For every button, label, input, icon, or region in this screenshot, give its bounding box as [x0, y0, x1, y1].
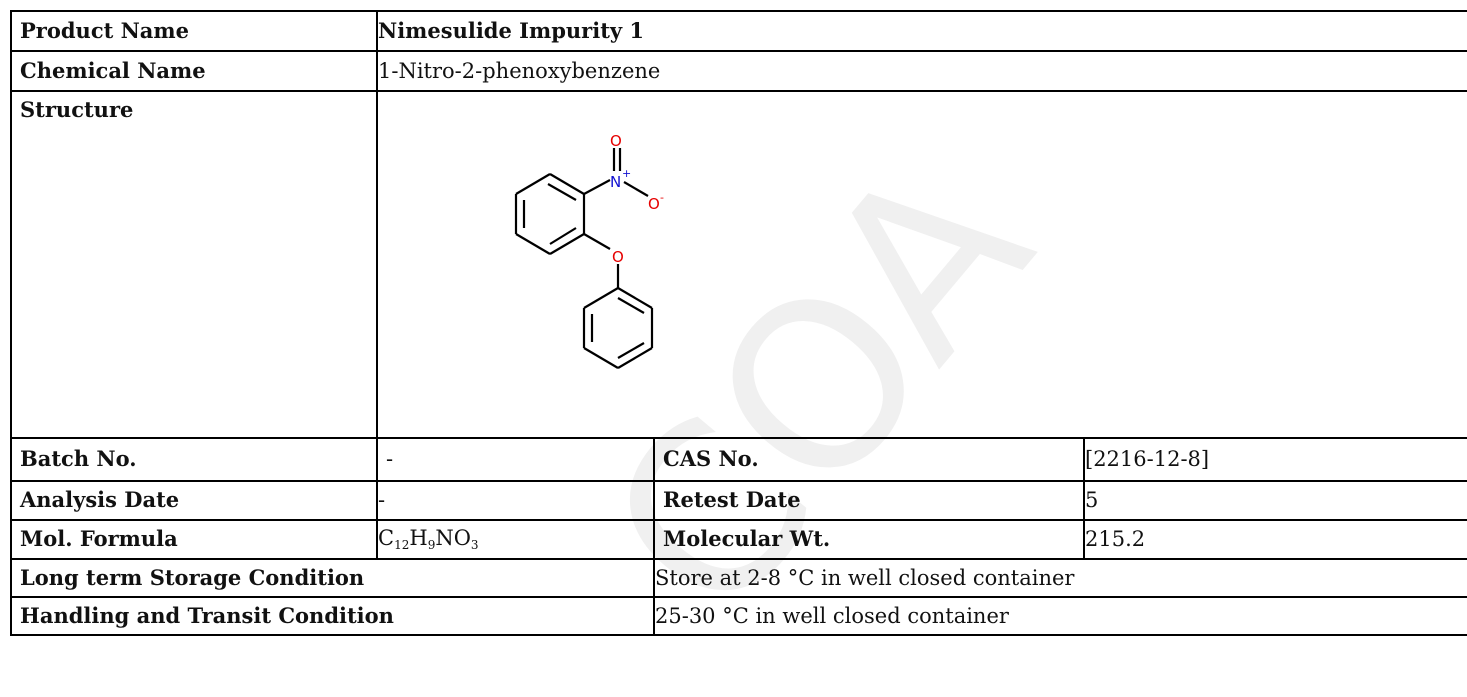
structure-cell: O N + O - O: [375, 90, 1467, 439]
product-name-label: Product Name: [10, 10, 378, 52]
molecular-wt-value: 215.2: [1082, 519, 1467, 560]
row-analysis: Analysis Date - Retest Date 5: [10, 480, 1467, 521]
formula-o-count: 3: [470, 538, 479, 553]
structure-label: Structure: [10, 90, 378, 439]
coa-table: Product Name Nimesulide Impurity 1 Chemi…: [10, 10, 1467, 636]
cas-no-label: CAS No.: [653, 437, 1085, 482]
formula-c: C: [378, 526, 395, 551]
nitrogen-charge: +: [622, 167, 631, 180]
formula-h-count: 9: [427, 538, 436, 553]
formula-c-count: 12: [394, 538, 410, 553]
formula-h: H: [409, 526, 428, 551]
row-chemical-name: Chemical Name 1-Nitro-2-phenoxybenzene: [10, 50, 1467, 92]
handling-value: 25-30 °C in well closed container: [652, 596, 1467, 636]
structure-diagram: O N + O - O: [514, 132, 664, 369]
oxygen-charge: -: [660, 191, 664, 204]
analysis-date-value: -: [376, 480, 655, 521]
retest-date-value: 5: [1082, 480, 1467, 521]
atom-nitrogen: N: [610, 173, 621, 191]
storage-label: Long term Storage Condition: [10, 558, 655, 598]
batch-no-label: Batch No.: [10, 437, 378, 482]
mol-formula-label: Mol. Formula: [10, 519, 378, 560]
atom-oxygen-double: O: [610, 132, 622, 150]
batch-no-value: -: [376, 437, 655, 482]
analysis-date-label: Analysis Date: [10, 480, 378, 521]
atom-oxygen-ether: O: [612, 248, 624, 266]
formula-no: NO: [435, 526, 471, 551]
mol-formula-value: C12H9NO3: [376, 519, 655, 560]
storage-value: Store at 2-8 °C in well closed container: [652, 558, 1467, 598]
chemical-name-value: 1-Nitro-2-phenoxybenzene: [375, 50, 1467, 92]
row-batch: Batch No. - CAS No. [2216-12-8]: [10, 437, 1467, 482]
product-name-value: Nimesulide Impurity 1: [375, 10, 1467, 52]
row-storage: Long term Storage Condition Store at 2-8…: [10, 558, 1467, 598]
row-formula: Mol. Formula C12H9NO3 Molecular Wt. 215.…: [10, 519, 1467, 560]
atom-oxygen-minus: O: [648, 195, 660, 213]
handling-label: Handling and Transit Condition: [10, 596, 655, 636]
chemical-name-label: Chemical Name: [10, 50, 378, 92]
row-handling: Handling and Transit Condition 25-30 °C …: [10, 596, 1467, 636]
row-product-name: Product Name Nimesulide Impurity 1: [10, 10, 1467, 52]
molecular-wt-label: Molecular Wt.: [653, 519, 1085, 560]
retest-date-label: Retest Date: [653, 480, 1085, 521]
row-structure: Structure: [10, 90, 1467, 439]
cas-no-value: [2216-12-8]: [1082, 437, 1467, 482]
